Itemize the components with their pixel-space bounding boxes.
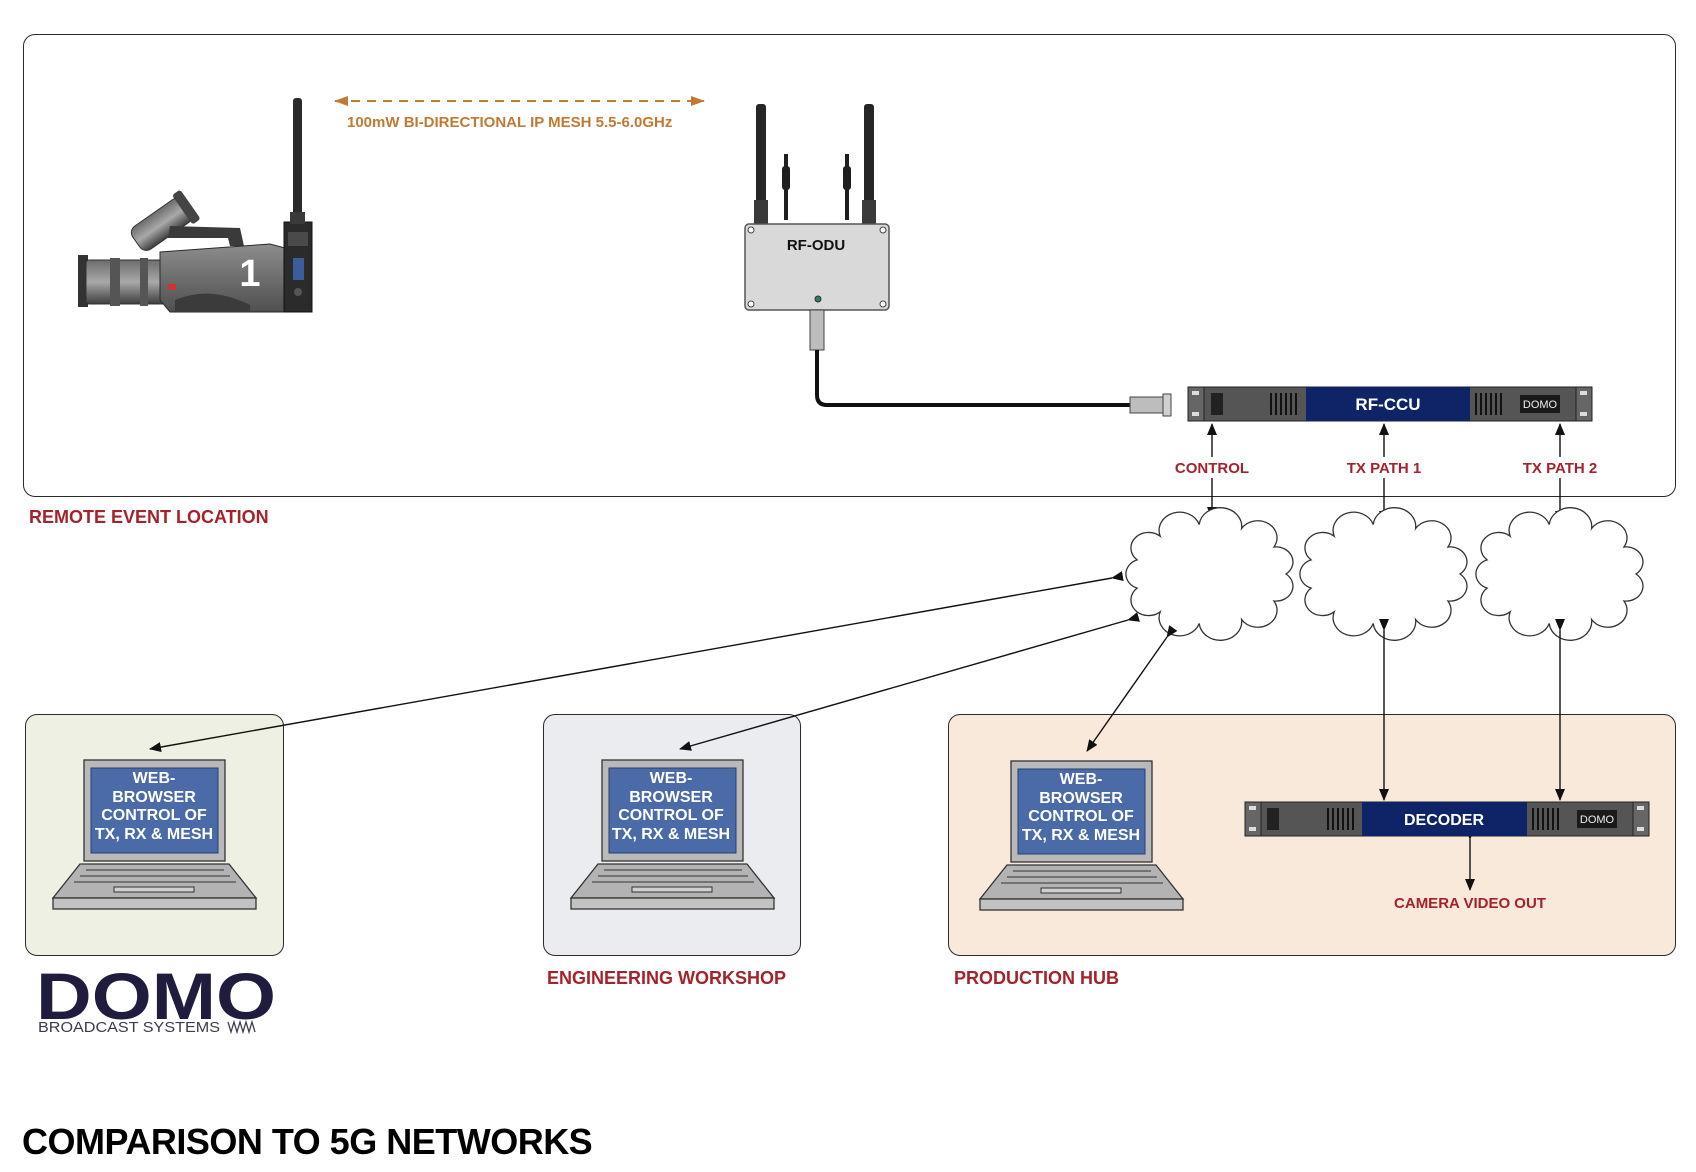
network-clouds: [1125, 507, 1644, 641]
rf-odu-antennas: [754, 104, 876, 224]
rf-ccu-label: RF-CCU: [1355, 395, 1420, 414]
waveform-icon: [227, 1019, 256, 1035]
logo-tagline: BROADCAST SYSTEMS: [38, 1019, 220, 1036]
cloud-icon: [1125, 507, 1294, 641]
rf-odu-label: RF-ODU: [787, 237, 845, 254]
mesh-link-label: 100mW BI-DIRECTIONAL IP MESH 5.5-6.0GHz: [347, 114, 673, 131]
laptop-screen-production: WEB- BROWSER CONTROL OF TX, RX & MESH: [1021, 771, 1141, 844]
production-hub-label: PRODUCTION HUB: [954, 968, 1119, 988]
laptop-screen-left: WEB- BROWSER CONTROL OF TX, RX & MESH: [94, 770, 214, 843]
path-label-tx2: TX PATH 2: [1520, 460, 1600, 477]
rf-ccu-brand: DOMO: [1523, 399, 1558, 411]
path-label-tx1: TX PATH 1: [1344, 460, 1424, 477]
page-title: COMPARISON TO 5G NETWORKS: [22, 1121, 593, 1162]
broadcast-camera-icon: 1: [78, 98, 313, 313]
laptop-icon: [51, 759, 258, 910]
decoder-brand: DOMO: [1580, 814, 1615, 826]
laptop-icon: [569, 759, 776, 910]
network-links: [149, 571, 1565, 891]
laptop-screen-engineering: WEB- BROWSER CONTROL OF TX, RX & MESH: [611, 770, 731, 843]
cloud-icon: [1475, 507, 1644, 641]
decoder-label: DECODER: [1404, 812, 1484, 829]
engineering-workshop-label: ENGINEERING WORKSHOP: [547, 968, 787, 988]
cloud-icon: [1299, 507, 1468, 641]
path-label-control: CONTROL: [1172, 460, 1252, 477]
laptops: [51, 759, 1185, 911]
domo-logo: DOMO BROADCAST SYSTEMS: [36, 959, 276, 1036]
remote-event-label: REMOTE EVENT LOCATION: [29, 507, 269, 527]
logo-wordmark: DOMO: [36, 959, 276, 1033]
rf-odu-device: RF-ODU: [744, 223, 890, 311]
camera-video-out-label: CAMERA VIDEO OUT: [1392, 895, 1548, 912]
laptop-icon: [978, 760, 1185, 911]
camera-number: 1: [239, 253, 260, 295]
decoder-rack: DOMO DECODER: [1244, 801, 1650, 837]
rf-cable: [809, 309, 1172, 417]
rf-ccu-rack: DOMO RF-CCU: [1187, 386, 1593, 422]
left-site-zone: [25, 714, 284, 956]
